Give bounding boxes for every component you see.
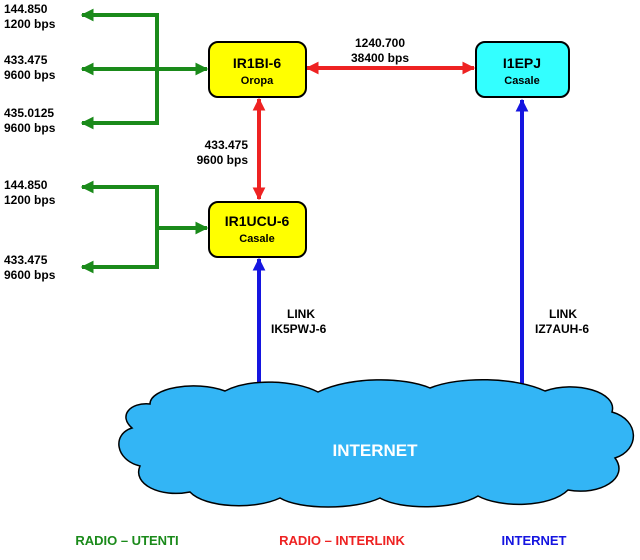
user-speed: 9600 bps (4, 121, 56, 135)
user-radio-top-links (80, 8, 209, 130)
node-ir1ucu-name: IR1UCU-6 (225, 213, 290, 229)
node-ir1ucu[interactable]: IR1UCU-6 Casale (208, 201, 307, 258)
user-radio-top-labels: 144.850 1200 bps 433.475 9600 bps 435.01… (4, 2, 56, 135)
user-freq: 144.850 (4, 178, 48, 192)
node-ir1bi-box (208, 41, 307, 98)
link-label: LINK (549, 307, 577, 321)
link-label: LINK (287, 307, 315, 321)
link-speed: 9600 bps (197, 153, 249, 167)
link-label-ir1bi-i1epj: 1240.700 38400 bps (351, 36, 409, 65)
node-i1epj-box (475, 41, 570, 98)
cloud-shape (118, 378, 635, 508)
user-speed: 9600 bps (4, 268, 56, 282)
node-ir1ucu-box (208, 201, 307, 258)
node-i1epj[interactable]: I1EPJ Casale (475, 41, 570, 98)
link-label-i1epj-internet: LINK IZ7AUH-6 (535, 307, 589, 336)
cloud-label: INTERNET (333, 441, 419, 460)
node-i1epj-name: I1EPJ (503, 55, 541, 71)
link-freq: 1240.700 (355, 36, 405, 50)
node-ir1ucu-location: Casale (239, 233, 274, 245)
link-freq: 433.475 (205, 138, 249, 152)
link-label-ir1ucu-internet: LINK IK5PWJ-6 (271, 307, 327, 336)
node-ir1bi-name: IR1BI-6 (233, 55, 281, 71)
internet-cloud: INTERNET (118, 378, 635, 508)
interlink-links (252, 61, 476, 201)
node-ir1bi-location: Oropa (241, 75, 274, 87)
user-freq: 433.475 (4, 253, 48, 267)
link-call: IZ7AUH-6 (535, 322, 589, 336)
link-speed: 38400 bps (351, 51, 409, 65)
user-speed: 1200 bps (4, 193, 56, 207)
user-speed: 9600 bps (4, 68, 56, 82)
user-radio-bottom-links (80, 180, 209, 274)
link-label-ir1bi-ir1ucu: 433.475 9600 bps (197, 138, 249, 167)
user-speed: 1200 bps (4, 17, 56, 31)
legend-internet: INTERNET (502, 533, 567, 548)
node-ir1bi[interactable]: IR1BI-6 Oropa (208, 41, 307, 98)
user-freq: 144.850 (4, 2, 48, 16)
legend: RADIO – UTENTI RADIO – INTERLINK INTERNE… (75, 533, 566, 548)
node-i1epj-location: Casale (504, 75, 539, 87)
link-call: IK5PWJ-6 (271, 322, 327, 336)
legend-users: RADIO – UTENTI (75, 533, 178, 548)
user-freq: 433.475 (4, 53, 48, 67)
legend-interlink: RADIO – INTERLINK (279, 533, 405, 548)
internet-links (252, 98, 529, 398)
user-freq: 435.0125 (4, 106, 54, 120)
user-radio-bottom-labels: 144.850 1200 bps 433.475 9600 bps (4, 178, 56, 282)
